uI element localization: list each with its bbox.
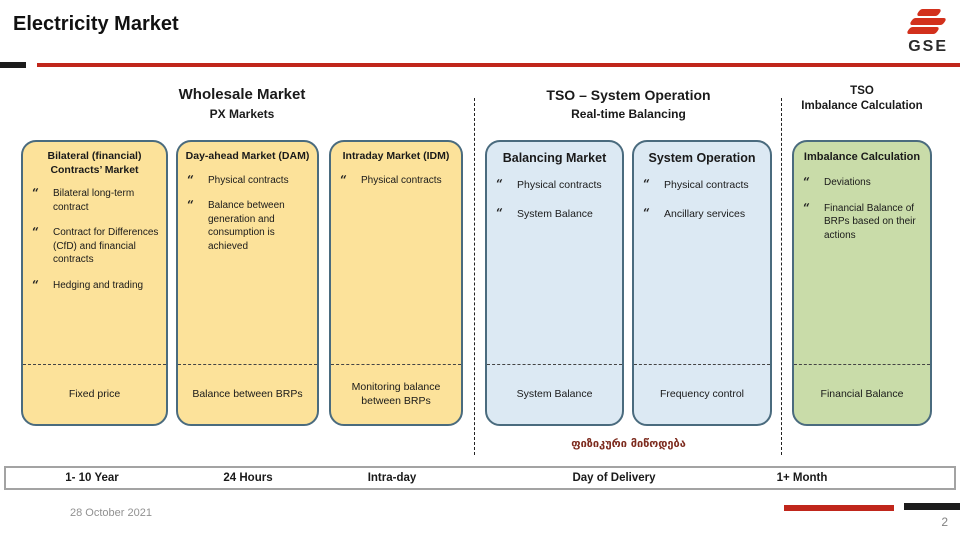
quote-bullet-icon: “ [187, 198, 194, 213]
tso-imbalance-title-line1: TSO [850, 85, 874, 97]
quote-bullet-icon: “ [803, 200, 810, 215]
column-footer: Fixed price [23, 364, 166, 424]
bullet-item: “ Deviations [803, 176, 924, 190]
quote-bullet-icon: “ [496, 177, 503, 192]
column-bilateral-contracts-market: Bilateral (financial) Contracts’ Market … [21, 140, 168, 426]
column-body: “ Physical contracts [331, 164, 461, 188]
timeline-label-24hours: 24 Hours [223, 472, 273, 484]
bullet-item: “ Bilateral long-term contract [32, 187, 160, 214]
bullet-item: “ System Balance [496, 207, 616, 221]
column-header: Imbalance Calculation [803, 151, 921, 163]
logo-text: GSE [908, 38, 948, 55]
quote-bullet-icon: “ [32, 225, 39, 240]
header-divider-red [37, 63, 960, 67]
column-intraday-market: Intraday Market (IDM) “ Physical contrac… [329, 140, 463, 426]
column-imbalance-calculation: Imbalance Calculation “ Deviations “ Fin… [792, 140, 932, 426]
bullet-text: Deviations [824, 177, 871, 189]
timeline-label-intraday: Intra-day [367, 472, 417, 484]
footer-red-bar [784, 505, 894, 511]
column-footer: System Balance [487, 364, 622, 424]
column-header: Day-ahead Market (DAM) [185, 150, 310, 162]
quote-bullet-icon: “ [32, 186, 39, 201]
column-balancing-market: Balancing Market “ Physical contracts “ … [485, 140, 624, 426]
bullet-text: System Balance [517, 208, 593, 221]
bullet-text: Physical contracts [361, 174, 442, 186]
tso-imbalance-section-header: TSO Imbalance Calculation [788, 84, 936, 114]
column-body: “ Deviations “ Financial Balance of BRPs… [794, 164, 930, 242]
column-body: “ Bilateral long-term contract “ Contrac… [23, 177, 166, 292]
timeline-label-month: 1+ Month [776, 472, 828, 484]
column-header: Intraday Market (IDM) [342, 150, 450, 162]
bullet-item: “ Financial Balance of BRPs based on the… [803, 202, 924, 243]
column-header: System Operation [648, 151, 756, 165]
column-body: “ Physical contracts “ System Balance [487, 166, 622, 221]
gse-logo: GSE [894, 8, 950, 56]
footer-black-bar [904, 503, 960, 510]
bullet-text: Hedging and trading [53, 279, 144, 291]
bullet-text: Financial Balance of BRPs based on their… [824, 202, 916, 241]
tso-system-operation-title: TSO – System Operation [546, 87, 711, 103]
timeline-label-years: 1- 10 Year [65, 472, 119, 484]
section-divider-dashed [474, 98, 475, 455]
section-divider-dashed [781, 98, 782, 455]
header-divider-black [0, 62, 26, 68]
bullet-text: Bilateral long-term contract [53, 188, 135, 213]
column-footer: Frequency control [634, 364, 770, 424]
bullet-item: “ Contract for Differences (CfD) and fin… [32, 226, 160, 267]
logo-swoosh-icon [905, 27, 941, 34]
px-markets-subtitle: PX Markets [209, 107, 275, 121]
real-time-balancing-subtitle: Real-time Balancing [571, 107, 686, 121]
quote-bullet-icon: “ [803, 175, 810, 190]
page-title: Electricity Market [13, 13, 179, 35]
wholesale-market-title: Wholesale Market [178, 86, 306, 103]
bullet-item: “ Physical contracts [496, 178, 616, 192]
column-footer: Monitoring balance between BRPs [331, 364, 461, 424]
timeline-bar: 1- 10 Year 24 Hours Intra-day Day of Del… [4, 466, 956, 490]
tso-operation-section-header: TSO – System Operation Real-time Balanci… [485, 87, 772, 121]
column-header: Balancing Market [502, 151, 607, 165]
bullet-text: Physical contracts [664, 179, 749, 192]
bullet-text: Physical contracts [517, 179, 602, 192]
quote-bullet-icon: “ [340, 172, 347, 187]
column-header: Bilateral (financial) Contracts’ Market [47, 150, 142, 176]
bullet-item: “ Balance between generation and consump… [187, 199, 311, 253]
column-day-ahead-market: Day-ahead Market (DAM) “ Physical contra… [176, 140, 319, 426]
logo-swoosh-icon [908, 18, 948, 25]
bullet-item: “ Physical contracts [187, 174, 311, 188]
column-footer: Balance between BRPs [178, 364, 317, 424]
bullet-text: Contract for Differences (CfD) and finan… [53, 227, 159, 266]
quote-bullet-icon: “ [643, 177, 650, 192]
georgian-delivery-label: ფიზიკური მიწოდება [571, 437, 686, 450]
quote-bullet-icon: “ [643, 206, 650, 221]
bullet-item: “ Hedging and trading [32, 279, 160, 293]
quote-bullet-icon: “ [32, 277, 39, 292]
page-number: 2 [941, 515, 948, 529]
column-body: “ Physical contracts “ Balance between g… [178, 164, 317, 254]
wholesale-section-header: Wholesale Market PX Markets [21, 86, 463, 121]
logo-swoosh-icon [915, 9, 943, 16]
column-body: “ Physical contracts “ Ancillary service… [634, 166, 770, 221]
timeline-label-delivery: Day of Delivery [572, 472, 656, 484]
bullet-item: “ Ancillary services [643, 207, 764, 221]
quote-bullet-icon: “ [496, 206, 503, 221]
bullet-text: Ancillary services [664, 208, 746, 221]
bullet-item: “ Physical contracts [643, 178, 764, 192]
bullet-text: Physical contracts [208, 174, 289, 186]
slide-date: 28 October 2021 [70, 507, 152, 519]
column-footer: Financial Balance [794, 364, 930, 424]
column-system-operation: System Operation “ Physical contracts “ … [632, 140, 772, 426]
tso-imbalance-title-line2: Imbalance Calculation [801, 99, 923, 112]
bullet-item: “ Physical contracts [340, 174, 455, 188]
quote-bullet-icon: “ [187, 172, 194, 187]
bullet-text: Balance between generation and consumpti… [208, 200, 285, 252]
